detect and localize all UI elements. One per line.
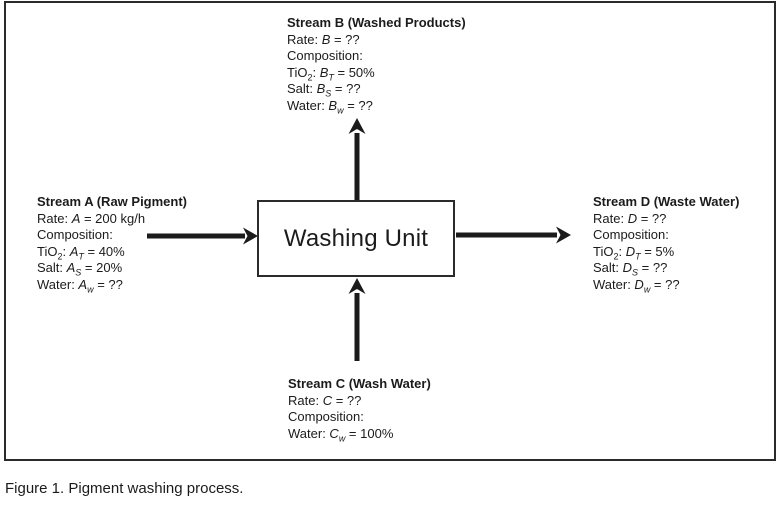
stream-d-details: Rate: D = ??Composition:TiO2: DT = 5%Sal… bbox=[593, 211, 739, 294]
stream-c-details: Rate: C = ??Composition:Water: Cw = 100% bbox=[288, 393, 431, 443]
stream-detail-line: Composition: bbox=[37, 227, 113, 243]
stream-detail-line: TiO2: BT = 50% bbox=[287, 64, 375, 83]
stream-d-label-block: Stream D (Waste Water) Rate: D = ??Compo… bbox=[593, 194, 739, 294]
stream-detail-line: TiO2: DT = 5% bbox=[593, 243, 675, 262]
stream-b-details: Rate: B = ??Composition:TiO2: BT = 50%Sa… bbox=[287, 32, 466, 115]
stream-a-title: Stream A (Raw Pigment) bbox=[37, 194, 188, 209]
stream-detail-line: Water: Dw = ?? bbox=[593, 276, 680, 295]
stream-detail-line: Water: Bw = ?? bbox=[287, 97, 373, 116]
stream-detail-line: TiO2: AT = 40% bbox=[37, 243, 125, 262]
stream-d-title: Stream D (Waste Water) bbox=[593, 194, 740, 209]
stream-c-label-block: Stream C (Wash Water) Rate: C = ??Compos… bbox=[288, 376, 431, 443]
figure-border bbox=[4, 1, 776, 461]
stream-detail-line: Composition: bbox=[593, 227, 669, 243]
stream-detail-line: Composition: bbox=[288, 409, 364, 425]
stream-a-arrow bbox=[147, 227, 258, 245]
washing-unit-label: Washing Unit bbox=[283, 224, 429, 252]
stream-detail-line: Rate: C = ?? bbox=[288, 392, 362, 408]
stream-d-arrow bbox=[456, 226, 571, 244]
stream-detail-line: Rate: A = 200 kg/h bbox=[37, 210, 146, 226]
washing-unit-box: Washing Unit bbox=[257, 200, 455, 277]
stream-detail-line: Water: Aw = ?? bbox=[37, 276, 123, 295]
stream-detail-line: Salt: BS = ?? bbox=[287, 81, 361, 99]
stream-c-title: Stream C (Wash Water) bbox=[288, 376, 431, 391]
stream-detail-line: Salt: AS = 20% bbox=[37, 260, 123, 278]
stream-detail-line: Rate: B = ?? bbox=[287, 31, 360, 47]
stream-c-arrow bbox=[348, 278, 366, 361]
stream-detail-line: Water: Cw = 100% bbox=[288, 425, 394, 444]
stream-b-label-block: Stream B (Washed Products) Rate: B = ??C… bbox=[287, 15, 466, 115]
stream-detail-line: Composition: bbox=[287, 48, 363, 64]
stream-a-label-block: Stream A (Raw Pigment) Rate: A = 200 kg/… bbox=[37, 194, 187, 294]
stream-b-arrow bbox=[348, 118, 366, 200]
stream-b-title: Stream B (Washed Products) bbox=[287, 15, 466, 30]
stream-detail-line: Salt: DS = ?? bbox=[593, 260, 668, 278]
figure-caption: Figure 1. Pigment washing process. bbox=[5, 480, 244, 497]
stream-detail-line: Rate: D = ?? bbox=[593, 210, 667, 226]
